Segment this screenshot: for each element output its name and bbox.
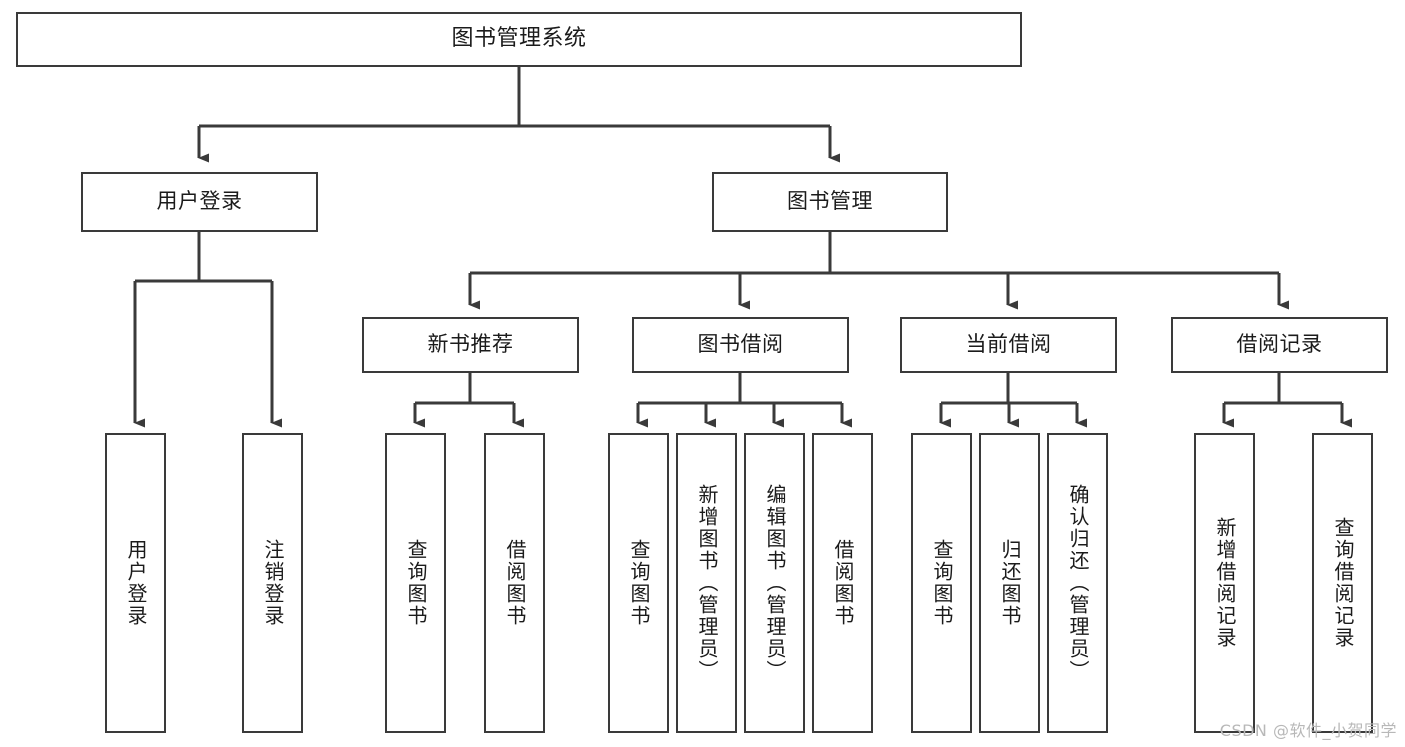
node-user-login-label: 用户登录 <box>156 189 243 214</box>
node-leaf-bb-query-book[interactable]: 查询图书 <box>608 433 669 733</box>
node-leaf-br-add-record-label: 新增借阅记录 <box>1213 517 1237 649</box>
node-leaf-br-query-record[interactable]: 查询借阅记录 <box>1312 433 1373 733</box>
node-leaf-user-login-label: 用户登录 <box>124 539 148 627</box>
node-leaf-bb-edit-book-label: 编辑图书（管理员） <box>763 484 787 682</box>
node-borrow-record-label: 借阅记录 <box>1236 332 1323 357</box>
node-new-book-recommend-label: 新书推荐 <box>427 332 514 357</box>
node-book-manage[interactable]: 图书管理 <box>712 172 948 232</box>
node-borrow-record[interactable]: 借阅记录 <box>1171 317 1388 373</box>
node-leaf-rec-borrow-book-label: 借阅图书 <box>503 539 527 627</box>
node-leaf-cb-confirm-return[interactable]: 确认归还（管理员） <box>1047 433 1108 733</box>
node-leaf-rec-query-book-label: 查询图书 <box>404 539 428 627</box>
node-current-borrow[interactable]: 当前借阅 <box>900 317 1117 373</box>
node-leaf-bb-add-book-label: 新增图书（管理员） <box>695 484 719 682</box>
node-leaf-cb-query-book[interactable]: 查询图书 <box>911 433 972 733</box>
node-root-system-label: 图书管理系统 <box>451 26 587 52</box>
node-leaf-bb-query-book-label: 查询图书 <box>627 539 651 627</box>
node-leaf-cb-confirm-return-label: 确认归还（管理员） <box>1066 484 1090 682</box>
node-book-borrow[interactable]: 图书借阅 <box>632 317 849 373</box>
node-book-borrow-label: 图书借阅 <box>697 332 784 357</box>
node-leaf-user-logout-label: 注销登录 <box>261 539 285 627</box>
node-leaf-rec-borrow-book[interactable]: 借阅图书 <box>484 433 545 733</box>
node-new-book-recommend[interactable]: 新书推荐 <box>362 317 579 373</box>
node-root-system[interactable]: 图书管理系统 <box>16 12 1022 67</box>
node-leaf-bb-borrow-book[interactable]: 借阅图书 <box>812 433 873 733</box>
node-leaf-user-logout[interactable]: 注销登录 <box>242 433 303 733</box>
node-current-borrow-label: 当前借阅 <box>965 332 1052 357</box>
node-user-login[interactable]: 用户登录 <box>81 172 318 232</box>
node-book-manage-label: 图书管理 <box>787 189 873 214</box>
node-leaf-br-query-record-label: 查询借阅记录 <box>1331 517 1355 649</box>
node-leaf-rec-query-book[interactable]: 查询图书 <box>385 433 446 733</box>
node-leaf-bb-add-book[interactable]: 新增图书（管理员） <box>676 433 737 733</box>
node-leaf-cb-query-book-label: 查询图书 <box>930 539 954 627</box>
node-leaf-bb-edit-book[interactable]: 编辑图书（管理员） <box>744 433 805 733</box>
node-leaf-cb-return-book[interactable]: 归还图书 <box>979 433 1040 733</box>
node-leaf-cb-return-book-label: 归还图书 <box>998 539 1022 627</box>
node-leaf-br-add-record[interactable]: 新增借阅记录 <box>1194 433 1255 733</box>
node-leaf-user-login[interactable]: 用户登录 <box>105 433 166 733</box>
node-leaf-bb-borrow-book-label: 借阅图书 <box>831 539 855 627</box>
